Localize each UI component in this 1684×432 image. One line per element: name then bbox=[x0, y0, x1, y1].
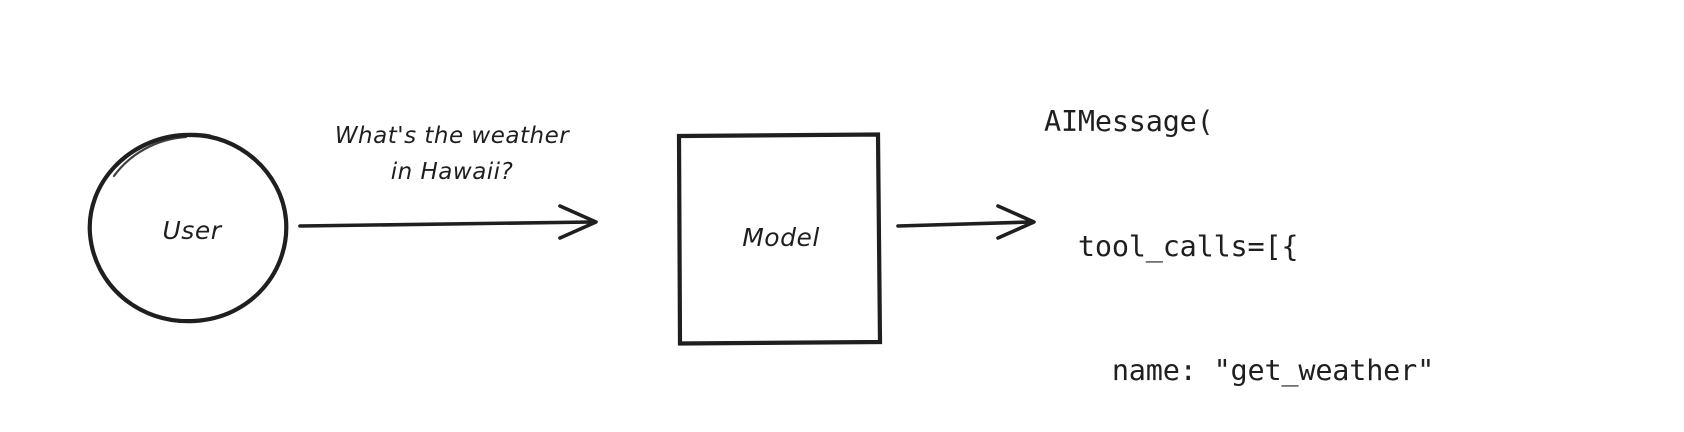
arrow-model-to-output bbox=[896, 204, 1036, 240]
edge-label-line-2: in Hawaii? bbox=[390, 159, 514, 185]
edge-label-user-to-model: What's the weather in Hawaii? bbox=[296, 118, 608, 190]
edge-label-line-1: What's the weather bbox=[334, 123, 570, 149]
code-line: tool_calls=[{ bbox=[1044, 229, 1299, 263]
node-model[interactable]: Model bbox=[672, 130, 886, 348]
code-line: AIMessage( bbox=[1044, 105, 1214, 138]
node-user-label: User bbox=[162, 215, 222, 245]
arrow-user-to-model bbox=[298, 204, 598, 240]
code-line: name: "get_weather" bbox=[1044, 354, 1435, 387]
model-square-shape bbox=[676, 132, 883, 346]
node-user[interactable]: User bbox=[86, 132, 290, 324]
node-model-label: Model bbox=[742, 222, 820, 252]
user-circle-shape bbox=[87, 132, 289, 324]
ai-message-code-output: AIMessage( tool_calls=[{ name: "get_weat… bbox=[1044, 18, 1468, 432]
